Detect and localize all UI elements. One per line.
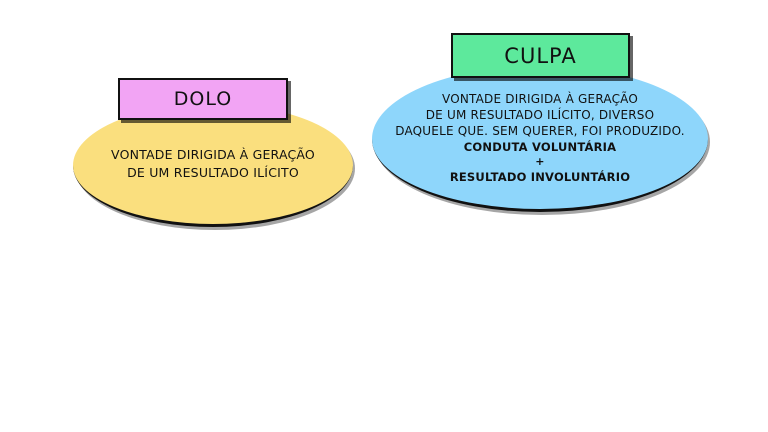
culpa-text-line-1: Vontade dirigida à geração bbox=[442, 91, 638, 106]
culpa-text-line-3: daquele que. sem querer, foi produzido. bbox=[395, 123, 685, 138]
culpa-plus: + bbox=[535, 154, 545, 168]
dolo-ellipse: Vontade dirigida à geração de um resulta… bbox=[73, 104, 353, 227]
culpa-ellipse: Vontade dirigida à geração de um resulta… bbox=[372, 66, 708, 212]
dolo-text-line-1: Vontade dirigida à geração bbox=[111, 147, 315, 162]
dolo-text-line-2: de um resultado ilícito bbox=[127, 165, 299, 180]
culpa-title: CULPA bbox=[451, 33, 630, 78]
culpa-conduct: Conduta voluntária bbox=[463, 139, 617, 154]
culpa-text-line-2: de um resultado ilícito, diverso bbox=[425, 107, 655, 122]
culpa-result: Resultado involuntário bbox=[449, 169, 631, 184]
dolo-title: DOLO bbox=[118, 78, 288, 120]
